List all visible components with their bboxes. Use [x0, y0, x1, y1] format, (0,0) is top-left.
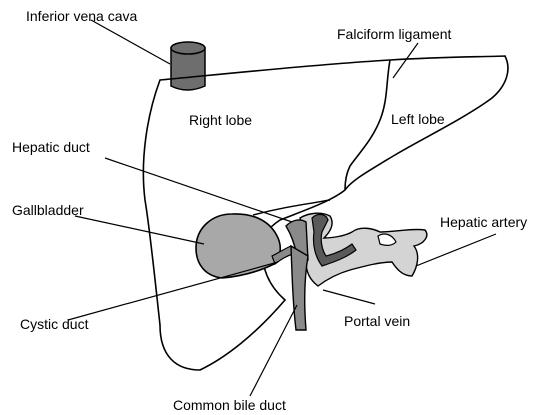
gallbladder-shape	[196, 214, 280, 278]
label-inferior-vena-cava: Inferior vena cava	[26, 8, 137, 24]
label-hepatic-duct: Hepatic duct	[12, 139, 90, 155]
leader-hepatic-duct	[105, 158, 292, 222]
label-cystic-duct: Cystic duct	[20, 316, 89, 332]
label-gallbladder: Gallbladder	[12, 202, 84, 218]
label-common-bile-duct: Common bile duct	[173, 397, 286, 413]
label-portal-vein: Portal vein	[344, 313, 410, 329]
leader-common-bile-duct	[250, 305, 297, 396]
leader-gallbladder	[75, 216, 204, 244]
leader-portal-vein	[323, 290, 375, 304]
label-hepatic-artery: Hepatic artery	[440, 214, 527, 230]
leader-cystic-duct	[68, 262, 278, 320]
vena-cava-top	[171, 42, 205, 54]
leader-falciform-ligament	[393, 43, 418, 78]
label-falciform-ligament: Falciform ligament	[337, 26, 451, 42]
label-right-lobe: Right lobe	[189, 112, 252, 128]
inferior-vena-cava-shape	[171, 42, 205, 90]
leader-inferior-vena-cava	[91, 20, 170, 64]
liver-outline	[143, 56, 508, 370]
common-bile-duct-shape	[291, 246, 308, 330]
leader-hepatic-artery	[416, 234, 496, 266]
falciform-ligament-line	[345, 60, 390, 190]
label-left-lobe: Left lobe	[391, 111, 445, 127]
